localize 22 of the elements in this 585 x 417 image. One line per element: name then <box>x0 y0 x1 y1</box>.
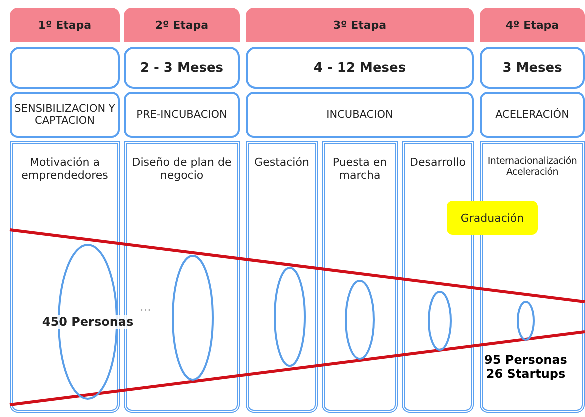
activity-text: Internacionalización Aceleración <box>486 156 578 178</box>
stage-header: 4º Etapa <box>480 8 585 42</box>
activity-text: Puesta en marcha <box>332 156 388 182</box>
activity-text: Desarrollo <box>410 156 466 169</box>
stage-header: 2º Etapa <box>124 8 240 42</box>
phase-box: SENSIBILIZACION Y CAPTACION <box>10 92 120 138</box>
stage-header: 1º Etapa <box>10 8 120 42</box>
stage-header: 3º Etapa <box>246 8 474 42</box>
count-text: 450 Personas <box>40 315 136 329</box>
count-text: 95 Personas 26 Startups <box>484 353 568 381</box>
phase-box: PRE-INCUBACION <box>124 92 240 138</box>
activity-text: Diseño de plan de negocio <box>131 156 233 182</box>
duration-box: 3 Meses <box>480 47 585 89</box>
ellipsis-text: ... <box>140 300 152 314</box>
duration-box <box>10 47 120 89</box>
activity-text: Gestación <box>254 156 310 169</box>
phase-box: ACELERACIÓN <box>480 92 585 138</box>
phase-box: INCUBACION <box>246 92 474 138</box>
milestone-box: Graduación <box>447 201 538 235</box>
duration-box: 4 - 12 Meses <box>246 47 474 89</box>
duration-box: 2 - 3 Meses <box>124 47 240 89</box>
activity-text: Motivación a emprendedores <box>20 156 110 182</box>
